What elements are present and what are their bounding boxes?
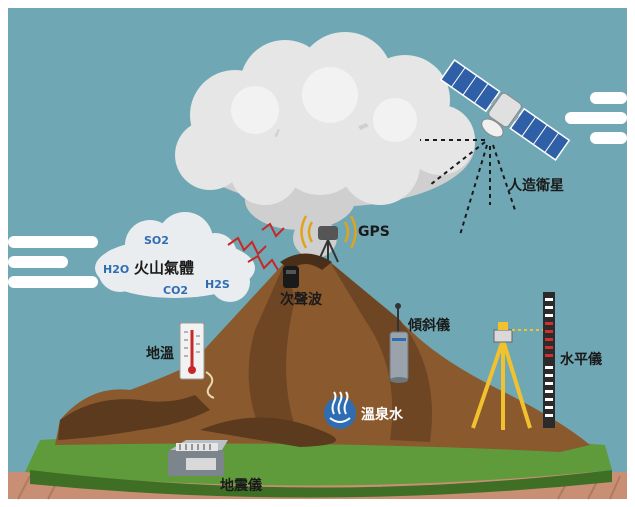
leveling-staff-icon	[543, 292, 555, 428]
seismometer-label: 地震儀	[220, 477, 262, 494]
gps-station-icon	[300, 215, 357, 263]
thermometer-icon	[179, 322, 215, 399]
seismometer-icon	[168, 440, 228, 476]
gps-label: GPS	[358, 224, 390, 240]
hot-spring-icon	[324, 391, 356, 429]
gas-h2o: H2O	[103, 263, 129, 276]
smoke-plume	[175, 32, 475, 258]
ground-temp-label: 地溫	[146, 345, 174, 362]
satellite-signal	[420, 139, 516, 236]
infrasound-label: 次聲波	[280, 291, 323, 308]
gas-cloud-title: 火山氣體	[134, 259, 194, 277]
gas-co2: CO2	[163, 284, 188, 297]
right-cloud-bands	[565, 92, 627, 144]
gas-h2s: H2S	[205, 278, 230, 291]
left-cloud-bands	[8, 236, 98, 288]
level-instrument-icon	[471, 322, 546, 430]
satellite-label: 人造衛星	[508, 177, 564, 194]
gas-cloud	[95, 212, 255, 302]
tiltmeter-label: 傾斜儀	[407, 317, 450, 334]
gas-so2: SO2	[144, 234, 169, 247]
infrasound-waves	[227, 222, 285, 271]
tiltmeter-icon	[389, 303, 409, 383]
satellite-icon	[439, 58, 571, 162]
infrasound-sensor-icon	[283, 266, 299, 288]
level-label: 水平儀	[560, 351, 602, 368]
volcano	[55, 253, 590, 452]
hot-spring-label: 溫泉水	[361, 406, 404, 423]
